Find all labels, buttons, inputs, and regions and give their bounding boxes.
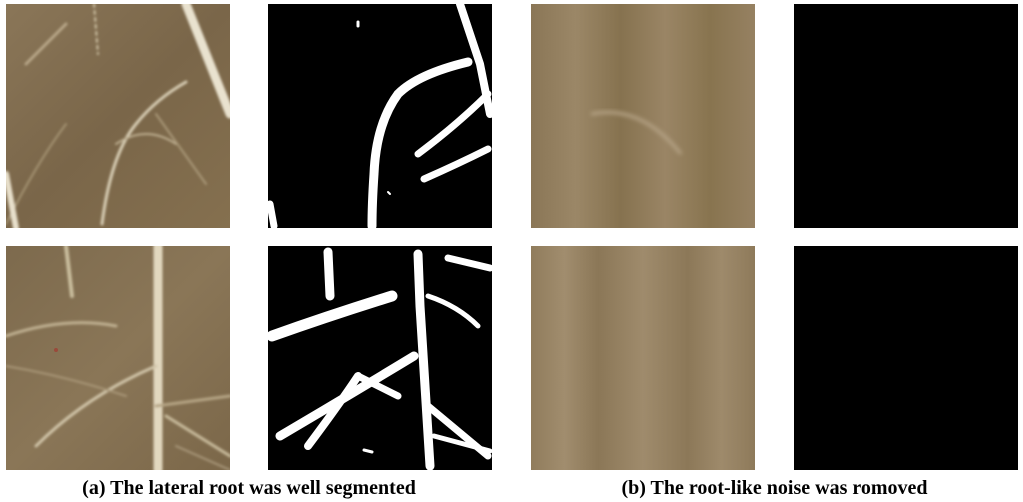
soil-image-b-bottom bbox=[531, 246, 755, 470]
segmentation-mask-a-bottom bbox=[268, 246, 492, 470]
segmentation-mask-b-bottom bbox=[794, 246, 1018, 470]
segmentation-mask-b-top bbox=[794, 4, 1018, 228]
soil-image-b-top bbox=[531, 4, 755, 228]
caption-a: (a) The lateral root was well segmented bbox=[82, 477, 416, 499]
caption-b: (b) The root-like noise was romoved bbox=[621, 477, 928, 499]
segmentation-mask-a-top bbox=[268, 4, 492, 228]
soil-image-a-top bbox=[6, 4, 230, 228]
soil-image-a-bottom bbox=[6, 246, 230, 470]
